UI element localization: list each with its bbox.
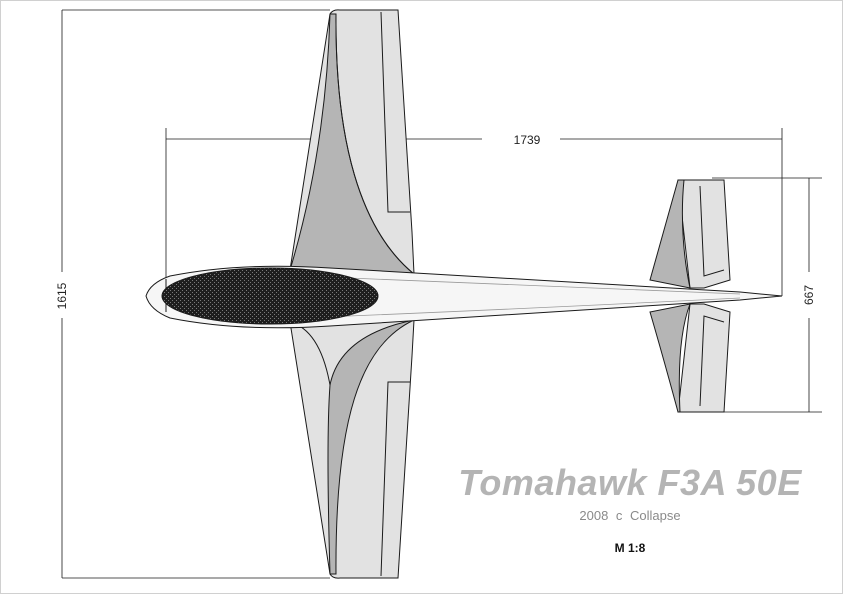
stabilizer-lower — [649, 303, 731, 413]
dimension-wingspan — [61, 9, 330, 579]
canopy — [161, 267, 379, 325]
dimension-stab-span-label: 667 — [802, 285, 816, 305]
drawing-subtitle: 2008 c Collapse — [579, 508, 681, 523]
wing-lower — [289, 319, 415, 579]
dimension-length-label: 1739 — [514, 133, 541, 147]
drawing-title: Tomahawk F3A 50E — [458, 462, 802, 503]
dimension-stab-span — [712, 177, 822, 413]
drawing-scale: M 1:8 — [614, 541, 646, 555]
dimension-wingspan-label: 1615 — [55, 282, 69, 309]
wing-upper — [289, 9, 416, 275]
stabilizer-upper — [649, 179, 731, 289]
